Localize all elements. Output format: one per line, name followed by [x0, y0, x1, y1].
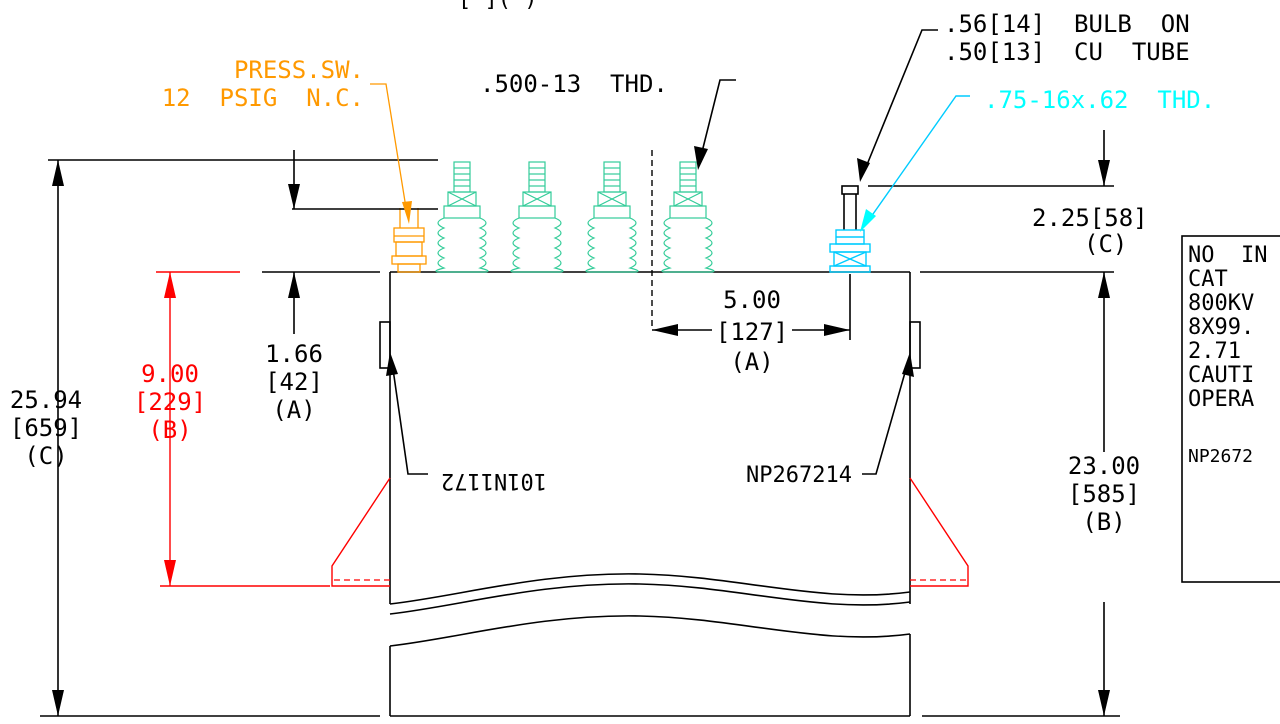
- bushing-1: [435, 161, 489, 273]
- leaders: [370, 29, 970, 475]
- dim-offset-metric: [42]: [265, 368, 323, 396]
- dim-height-right-code: (B): [1082, 508, 1125, 536]
- dim-top-right-value: 2.25[58]: [1032, 204, 1148, 232]
- thermowell-fitting: [829, 185, 871, 273]
- dim-height-right-metric: [585]: [1068, 480, 1140, 508]
- thread-cyan-label: .75-16x.62 THD.: [984, 86, 1215, 114]
- dim-offset-code: (A): [272, 396, 315, 424]
- info-box-line: CAUTI: [1188, 363, 1254, 388]
- info-box-line: NP2672: [1188, 446, 1253, 467]
- dim-spacing-value: 5.00: [723, 286, 781, 314]
- dim-spacing-metric: [127]: [716, 318, 788, 346]
- dimension-spacing: [652, 324, 850, 336]
- bushing-2: [510, 161, 564, 273]
- dim-base-code: (B): [148, 416, 191, 444]
- info-box-line: 2.71: [1188, 339, 1241, 364]
- dim-overall-value: 25.94: [10, 386, 82, 414]
- dim-overall-code: (C): [24, 442, 67, 470]
- nameplate-right-label: NP267214: [746, 463, 852, 488]
- info-box-line: 8X99.: [1188, 315, 1254, 340]
- pressure-switch-label-line1: PRESS.SW.: [234, 56, 364, 84]
- dimension-base-height: [164, 272, 176, 586]
- top-note: [ ]( ): [458, 0, 537, 12]
- dim-base-metric: [229]: [134, 388, 206, 416]
- pressure-switch: [391, 208, 427, 273]
- info-box-line: NO IN: [1188, 243, 1267, 268]
- bushing-3: [585, 161, 639, 273]
- pressure-switch-label-line2: 12 PSIG N.C.: [162, 84, 364, 112]
- dim-base-value: 9.00: [141, 360, 199, 388]
- dimension-overall-height: [52, 160, 64, 716]
- dim-offset-value: 1.66: [265, 340, 323, 368]
- bushing-4: [661, 161, 715, 273]
- dimension-offset-left: [288, 150, 300, 334]
- mounting-foot-left: [331, 477, 391, 587]
- info-box-frame: [1181, 235, 1280, 583]
- tank-body: [379, 271, 921, 717]
- info-box-text: NO IN CAT 800KV 8X99. 2.71 CAUTI OPERA N…: [1188, 243, 1267, 467]
- thread-main-label: .500-13 THD.: [480, 70, 668, 98]
- bulb-label-line2: .50[13] CU TUBE: [944, 38, 1190, 66]
- info-box-line: CAT: [1188, 267, 1228, 292]
- dimension-height-right: [1098, 272, 1110, 716]
- nameplate-left-label: 101N1172: [441, 468, 547, 493]
- info-box-line: 800KV: [1188, 291, 1254, 316]
- dim-spacing-code: (A): [730, 348, 773, 376]
- dim-height-right-value: 23.00: [1068, 452, 1140, 480]
- mounting-foot-right: [909, 477, 969, 587]
- dimension-top-right: [1098, 130, 1110, 186]
- dim-overall-metric: [659]: [10, 414, 82, 442]
- bulb-label-line1: .56[14] BULB ON: [944, 10, 1190, 38]
- extension-lines: [40, 150, 1120, 717]
- dim-top-right-code: (C): [1084, 230, 1127, 258]
- info-box-line: OPERA: [1188, 387, 1254, 412]
